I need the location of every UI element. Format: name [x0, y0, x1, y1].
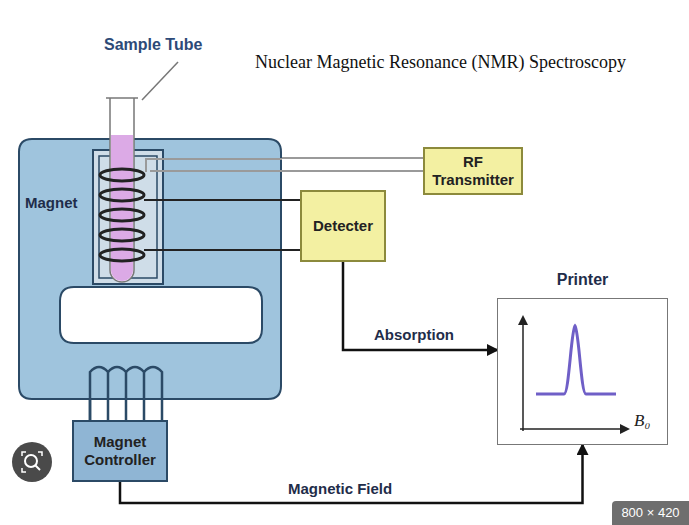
part-label: Sample Tube [104, 36, 202, 54]
connector-line [343, 262, 497, 350]
box-text-group: Magnet Controller [80, 433, 160, 469]
magnet-label: Magnet [25, 194, 78, 211]
connector-line [89, 400, 92, 420]
axis-label: B₀ [634, 411, 650, 431]
printer-heading: Printer [498, 271, 667, 289]
magnet-controller-box: Magnet Controller [72, 420, 168, 482]
connector-line [282, 199, 300, 201]
box-label: Magnet Controller [80, 433, 160, 469]
printer-box: PrinterB₀ [497, 298, 668, 445]
connector-line [120, 445, 583, 503]
box-text-group: RF Transmitter [431, 153, 515, 189]
box-label: Detecter [313, 217, 373, 235]
edge-label: Magnetic Field [286, 480, 394, 497]
magnet-body: Magnet [18, 138, 282, 400]
edge-label: Absorption [372, 326, 456, 343]
watermark: 800 × 420 [612, 501, 689, 525]
detector-box: Detecter [300, 190, 386, 262]
rf-transmitter-box: RF Transmitter [423, 147, 523, 195]
diagram-title: Nuclear Magnetic Resonance (NMR) Spectro… [255, 52, 626, 73]
connector-line [282, 157, 423, 159]
box-label: RF Transmitter [431, 153, 515, 189]
box-text-group: Detecter [313, 217, 373, 235]
magnet-outline [18, 138, 282, 400]
